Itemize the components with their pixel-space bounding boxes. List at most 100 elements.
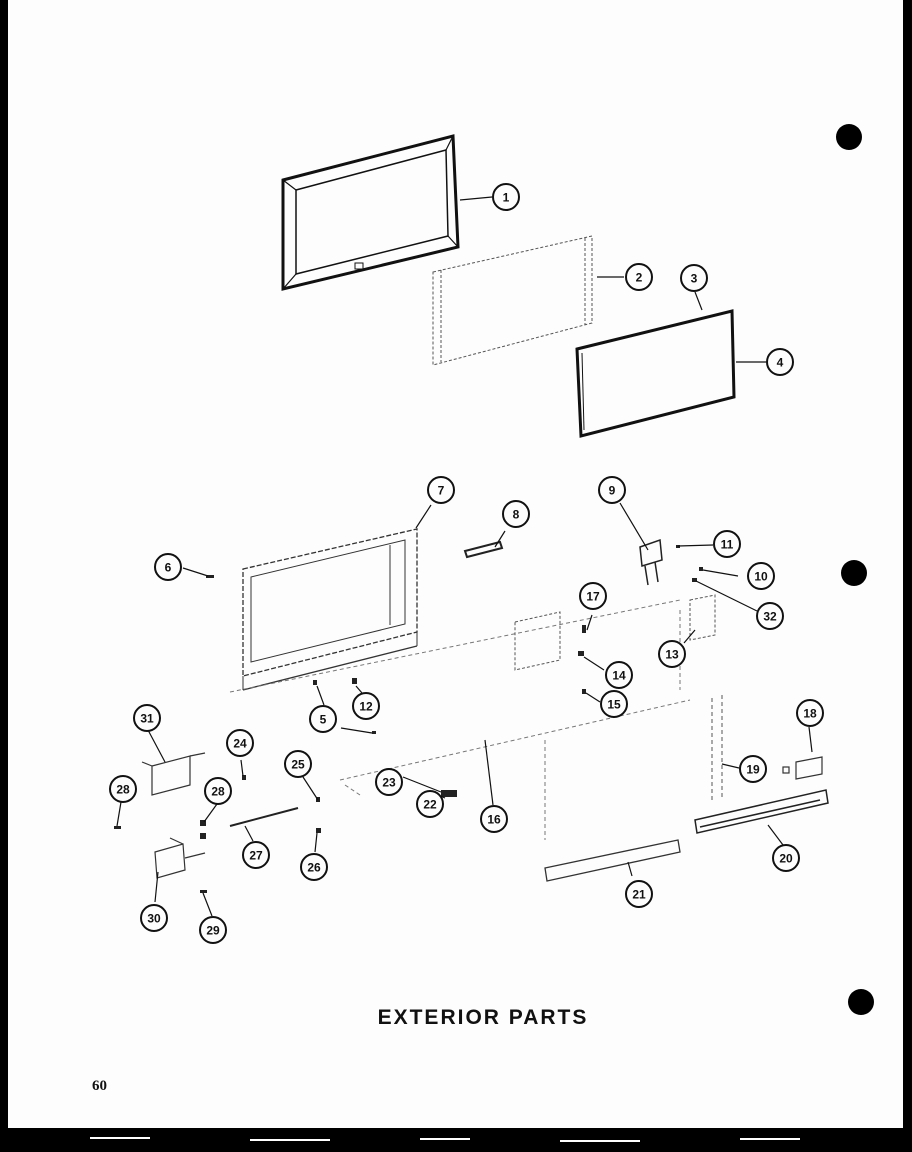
callout-23: 23 <box>375 768 403 796</box>
callout-14: 14 <box>605 661 633 689</box>
part-chassis-outline <box>229 599 691 840</box>
callout-21: 21 <box>625 880 653 908</box>
callout-number: 28 <box>116 783 130 797</box>
callout-circle <box>502 500 530 528</box>
callout-circle <box>109 775 137 803</box>
callout-circle <box>680 264 708 292</box>
callout-number: 12 <box>359 700 373 714</box>
small-hardware <box>114 545 703 893</box>
part-small-bar <box>463 540 504 559</box>
callout-4: 4 <box>766 348 794 376</box>
callout-number: 17 <box>586 590 600 604</box>
callout-5: 5 <box>309 705 337 733</box>
part-bracket-31 <box>141 752 206 796</box>
callout-circle <box>416 790 444 818</box>
part-side-strip <box>711 695 723 800</box>
callout-number: 11 <box>721 538 734 552</box>
callout-number: 20 <box>779 852 793 866</box>
callout-circle <box>242 841 270 869</box>
callout-circle <box>133 704 161 732</box>
callout-22: 22 <box>416 790 444 818</box>
callout-circle <box>796 699 824 727</box>
callout-circle <box>140 904 168 932</box>
part-bracket-30 <box>154 837 206 879</box>
callout-number: 10 <box>754 570 768 584</box>
callout-31: 31 <box>133 704 161 732</box>
callout-number: 30 <box>147 912 161 926</box>
callout-circle <box>375 768 403 796</box>
callout-number: 14 <box>612 669 626 683</box>
part-air-filter <box>432 235 593 366</box>
callout-12: 12 <box>352 692 380 720</box>
callout-number: 24 <box>233 737 247 751</box>
callout-3: 3 <box>680 264 708 292</box>
callout-circle <box>739 755 767 783</box>
callout-number: 6 <box>165 561 172 575</box>
leader-lines <box>116 196 813 917</box>
callout-number: 21 <box>632 888 646 902</box>
part-base-strip <box>544 839 681 882</box>
part-cabinet-front <box>242 528 418 691</box>
callout-6: 6 <box>154 553 182 581</box>
callout-circle <box>492 183 520 211</box>
callout-30: 30 <box>140 904 168 932</box>
callout-circle <box>747 562 775 590</box>
callout-circle <box>625 880 653 908</box>
callout-18: 18 <box>796 699 824 727</box>
part-control-bracket <box>639 538 663 586</box>
callout-number: 4 <box>777 356 784 370</box>
callout-number: 7 <box>438 484 445 498</box>
callout-circle <box>625 263 653 291</box>
callout-circle <box>309 705 337 733</box>
callout-number: 19 <box>746 763 760 777</box>
callout-number: 8 <box>513 508 520 522</box>
callout-circle <box>154 553 182 581</box>
scan-edge-noise <box>90 1137 800 1142</box>
callout-13: 13 <box>658 640 686 668</box>
callout-number: 18 <box>803 707 817 721</box>
callout-circle <box>713 530 741 558</box>
callout-15: 15 <box>600 690 628 718</box>
callout-9: 9 <box>598 476 626 504</box>
callout-20: 20 <box>772 844 800 872</box>
callout-circle <box>204 777 232 805</box>
callout-circle <box>226 729 254 757</box>
part-center-bracket <box>514 611 561 671</box>
callout-19: 19 <box>739 755 767 783</box>
callout-16: 16 <box>480 805 508 833</box>
callout-10: 10 <box>747 562 775 590</box>
callout-number: 29 <box>206 924 220 938</box>
callout-circle <box>284 750 312 778</box>
callout-number: 9 <box>609 484 616 498</box>
callout-number: 2 <box>636 271 643 285</box>
page-number: 60 <box>92 1078 107 1094</box>
binder-hole-bottom <box>848 989 874 1015</box>
callout-number: 15 <box>607 698 621 712</box>
callout-number: 26 <box>307 861 321 875</box>
callout-circle <box>605 661 633 689</box>
part-rod <box>229 807 299 827</box>
callout-circle <box>600 690 628 718</box>
callout-number: 25 <box>291 758 305 772</box>
callout-28a: 28 <box>109 775 137 803</box>
part-rail <box>694 789 829 834</box>
callout-circle <box>300 853 328 881</box>
part-front-frame <box>281 134 460 291</box>
callout-circle <box>352 692 380 720</box>
callout-circle <box>480 805 508 833</box>
binder-hole-top <box>836 124 862 150</box>
callout-2: 2 <box>625 263 653 291</box>
callout-number: 22 <box>423 798 437 812</box>
part-small-box <box>782 756 823 780</box>
callout-32: 32 <box>756 602 784 630</box>
callout-circle <box>598 476 626 504</box>
callout-24: 24 <box>226 729 254 757</box>
callout-number: 16 <box>487 813 501 827</box>
callout-number: 23 <box>382 776 396 790</box>
callout-number: 28 <box>211 785 225 799</box>
callout-27: 27 <box>242 841 270 869</box>
callout-number: 31 <box>140 712 154 726</box>
